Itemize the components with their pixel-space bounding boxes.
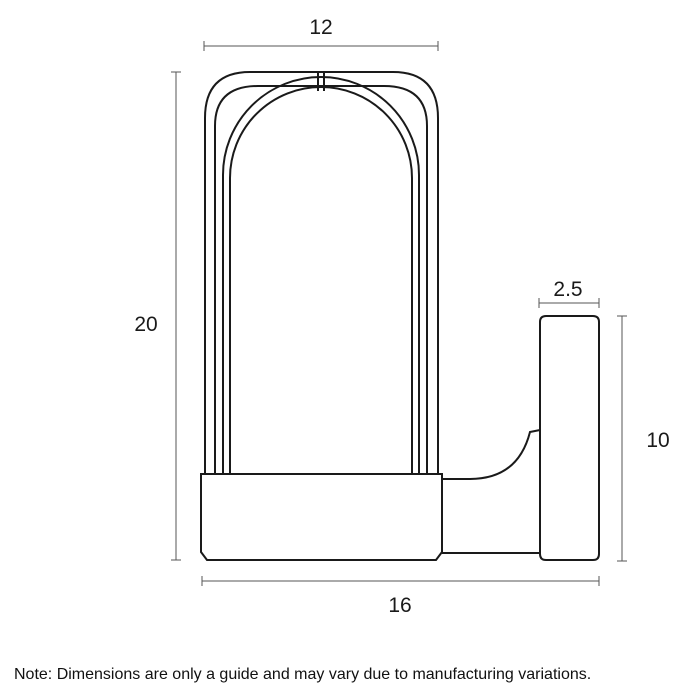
dimension-label-backplate-height: 10 bbox=[646, 429, 669, 452]
dimension-bottom-width: 16 bbox=[201, 576, 600, 617]
disclaimer-note: Note: Dimensions are only a guide and ma… bbox=[14, 666, 592, 683]
dimension-backplate-width: 2.5 bbox=[538, 278, 600, 308]
lamp-backplate bbox=[539, 315, 600, 561]
dimension-label-top: 12 bbox=[309, 16, 332, 39]
dimension-backplate-height: 10 bbox=[617, 315, 670, 562]
lamp-arm bbox=[442, 429, 541, 554]
dimension-left-height: 20 bbox=[134, 71, 181, 561]
dimension-label-backplate-width: 2.5 bbox=[553, 278, 582, 301]
dimension-label-left: 20 bbox=[134, 313, 157, 336]
dimension-label-bottom: 16 bbox=[388, 594, 411, 617]
lamp-frame bbox=[204, 71, 439, 474]
lamp-base bbox=[200, 473, 443, 561]
dimension-top-width: 12 bbox=[203, 16, 439, 51]
